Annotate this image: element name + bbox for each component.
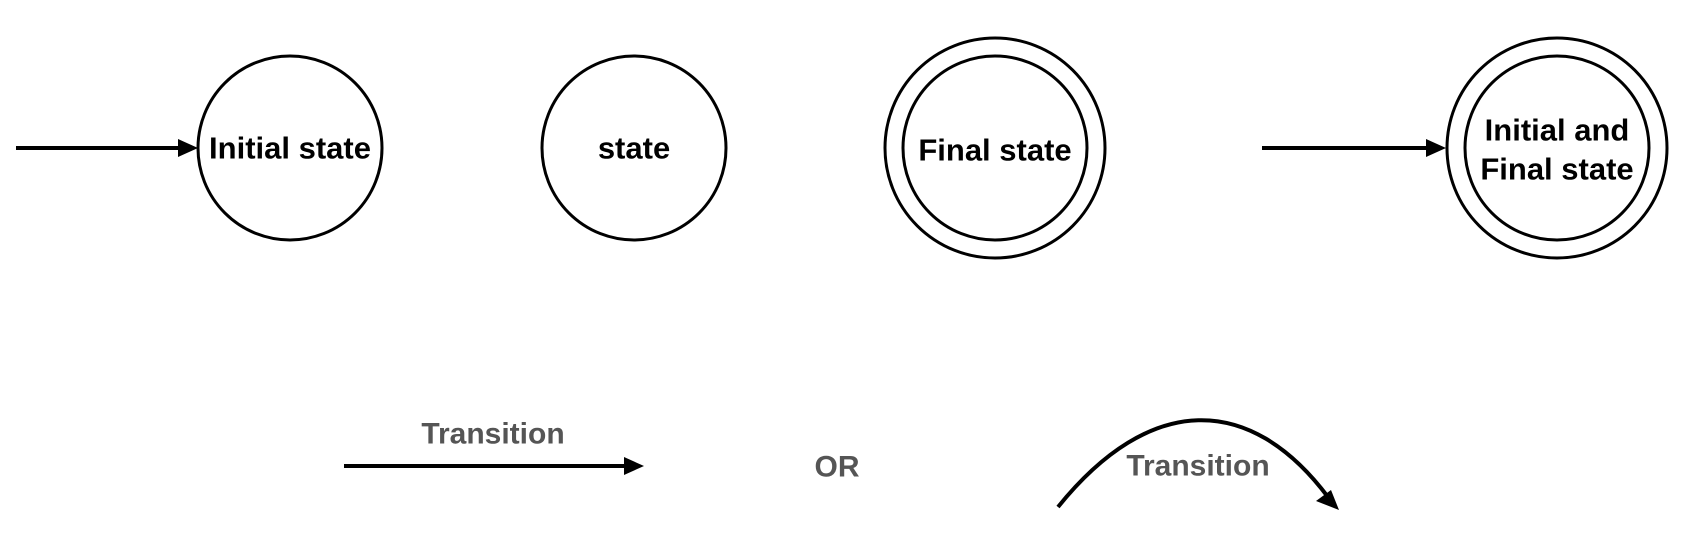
initial-final-state-node: Initial and Final state: [1262, 36, 1669, 260]
final-state-node: Final state: [883, 36, 1107, 260]
straight-transition-label: Transition: [421, 418, 564, 451]
curved-transition-arrow-head: [1316, 490, 1339, 510]
plain-state-label: state: [598, 131, 670, 166]
curved-transition-label: Transition: [1126, 450, 1269, 483]
or-separator: OR: [815, 451, 860, 484]
plain-state-circle: [540, 54, 728, 242]
initial-state-incoming-arrow-head: [178, 139, 198, 157]
initial-final-label-line2: Final state: [1480, 152, 1633, 187]
curved-transition: Transition: [1056, 418, 1339, 510]
straight-transition: Transition: [344, 418, 644, 475]
final-state-label: Final state: [918, 133, 1071, 168]
curved-transition-path: [1056, 418, 1330, 509]
final-state-outer-circle: [883, 36, 1107, 260]
initial-state-circle: [196, 54, 384, 242]
plain-state-node: state: [540, 54, 728, 242]
initial-state-label: Initial state: [209, 131, 371, 166]
initial-state-node: Initial state: [16, 54, 384, 242]
final-state-inner-circle: [901, 54, 1089, 242]
initial-final-label-line1: Initial and: [1485, 113, 1630, 148]
initial-final-inner-circle: [1463, 54, 1651, 242]
initial-final-incoming-arrow-head: [1426, 139, 1446, 157]
straight-transition-arrow-head: [624, 457, 644, 475]
initial-final-outer-circle: [1445, 36, 1669, 260]
